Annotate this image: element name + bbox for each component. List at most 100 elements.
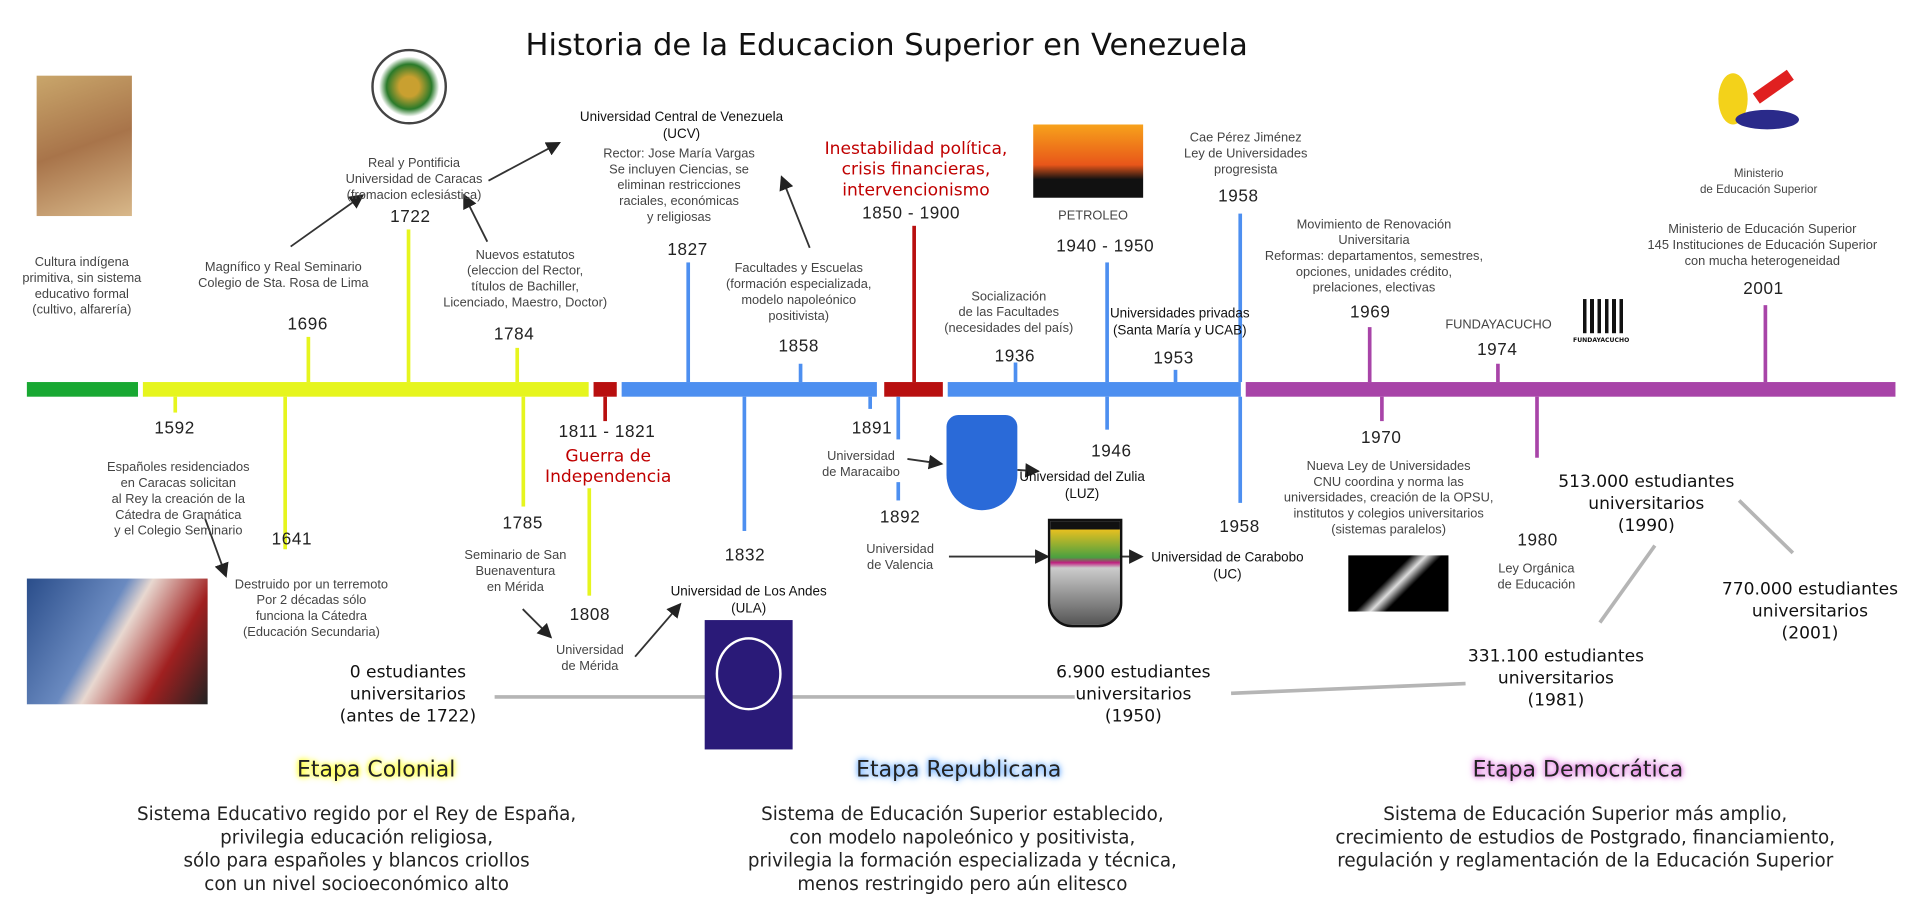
tick-1891 — [868, 396, 873, 409]
tick-1785 — [521, 396, 526, 507]
tick-1940 — [1105, 262, 1109, 383]
tick-1974 — [1496, 363, 1500, 383]
petroleo-label: PETROLEO — [1058, 208, 1128, 224]
tick-1970 — [1380, 396, 1384, 422]
year-1946: 1946 — [1091, 440, 1132, 461]
indigenous-family-photo — [36, 75, 132, 217]
arrow-1784-1722 — [463, 193, 489, 243]
arrow-merida-ula — [634, 602, 682, 658]
ula-logo — [704, 620, 793, 750]
tick-1892-a — [896, 396, 901, 440]
segment-colonial — [142, 382, 589, 397]
cnu-logo — [1348, 555, 1449, 612]
tick-1850 — [912, 225, 916, 383]
segment-democratic — [1245, 382, 1896, 397]
year-2001: 2001 — [1743, 278, 1784, 298]
event-1784-text: Nuevos estatutos(eleccion del Rector,tít… — [443, 247, 608, 311]
ucv-label: Universidad Central de Venezuela(UCV) — [579, 109, 784, 142]
arrow-maracaibo — [907, 454, 944, 470]
year-1827: 1827 — [667, 239, 708, 259]
arrow-luz — [1017, 463, 1040, 478]
year-1722: 1722 — [390, 206, 431, 226]
year-1953: 1953 — [1153, 347, 1194, 368]
petroleo-image — [1033, 124, 1144, 198]
tick-1969 — [1367, 327, 1372, 383]
segment-instability — [884, 382, 943, 397]
segment-republican-1 — [621, 382, 877, 397]
tick-1953 — [1173, 369, 1178, 383]
students-line-4 — [1737, 499, 1795, 555]
tick-1980 — [1535, 396, 1539, 458]
tick-1892-b — [896, 482, 901, 501]
year-1808: 1808 — [569, 604, 611, 624]
event-1858-text: Facultades y Escuelas(formación especial… — [726, 261, 872, 324]
etapa-democratica-desc: Sistema de Educación Superior más amplio… — [1335, 803, 1836, 872]
ucv-seal — [371, 48, 447, 125]
segment-independence-war — [593, 382, 617, 397]
year-1969: 1969 — [1350, 301, 1391, 322]
etapa-colonial-desc: Sistema Educativo regido por el Rey de E… — [137, 803, 577, 895]
year-1958-below: 1958 — [1219, 516, 1260, 536]
tick-1808 — [587, 488, 592, 596]
fundayacucho-logo: FUNDAYACUCHO — [1573, 299, 1634, 348]
tick-1858 — [798, 363, 803, 383]
year-1980: 1980 — [1517, 529, 1558, 550]
tick-1936 — [1013, 362, 1018, 383]
year-1974: 1974 — [1477, 339, 1518, 359]
tick-1946 — [1105, 396, 1109, 430]
year-1592: 1592 — [154, 417, 195, 437]
luz-logo — [946, 415, 1018, 511]
etapa-democratica-title: Etapa Democrática — [1472, 756, 1684, 783]
arrow-1858-ucv — [779, 175, 811, 249]
year-1832: 1832 — [724, 544, 766, 564]
tick-1722 — [406, 229, 411, 383]
tick-1696 — [306, 336, 311, 383]
tick-1958-above — [1238, 213, 1243, 383]
year-1940-1950: 1940 - 1950 — [1056, 235, 1155, 256]
tick-1958-below — [1238, 396, 1243, 503]
etapa-colonial-title: Etapa Colonial — [296, 756, 456, 783]
students-line-2 — [1230, 681, 1466, 696]
arrow-1785-merida — [522, 608, 553, 639]
year-1785: 1785 — [502, 512, 543, 533]
year-1696: 1696 — [287, 313, 329, 334]
ula-label: Universidad de Los Andes(ULA) — [670, 584, 827, 617]
tick-1641 — [283, 396, 288, 550]
year-1970: 1970 — [1361, 427, 1402, 447]
arrow-1592-1641 — [204, 518, 229, 578]
etapa-republicana-title: Etapa Republicana — [856, 756, 1062, 783]
year-1891: 1891 — [851, 417, 893, 437]
year-1641: 1641 — [271, 528, 313, 549]
tick-1592 — [173, 396, 178, 413]
year-1892: 1892 — [879, 506, 921, 527]
uc-logo — [1047, 518, 1123, 628]
arrow-1722-ucv — [488, 141, 561, 182]
tick-2001 — [1763, 305, 1768, 383]
colonial-painting — [26, 578, 208, 705]
tick-1811 — [603, 396, 607, 422]
event-1850-text: Inestabilidad política,crisis financiera… — [824, 139, 1008, 201]
tick-1784 — [515, 347, 520, 383]
page-title: Historia de la Educacion Superior en Ven… — [525, 26, 1248, 63]
event-1974-text: FUNDAYACUCHO — [1445, 317, 1552, 333]
